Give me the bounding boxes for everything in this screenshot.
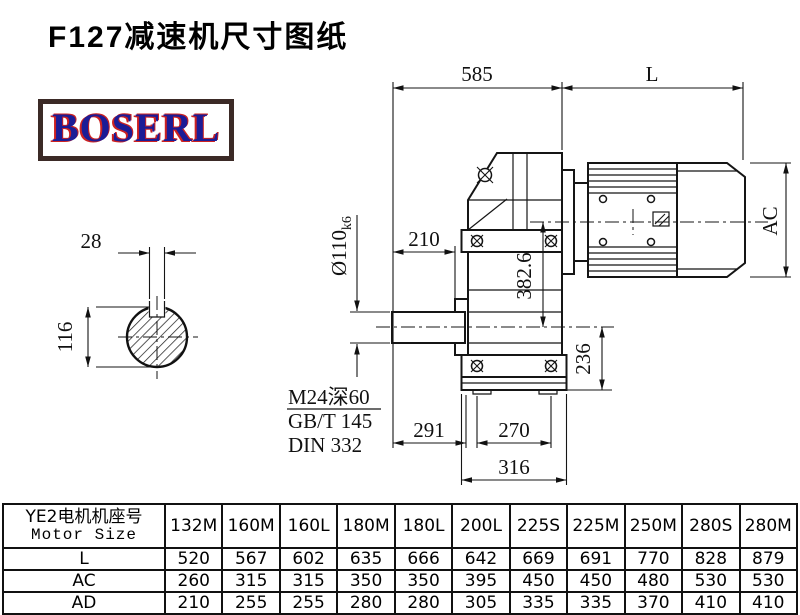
boserl-logo-text: BOSERL [52, 105, 221, 150]
table-corner-cell: YE2电机机座号 Motor Size [2, 503, 166, 549]
reducer-body [454, 152, 568, 395]
table-cell: 450 [566, 569, 626, 593]
column-header: 200L [451, 503, 511, 549]
column-header: 225S [508, 503, 569, 549]
table-cell: 770 [623, 547, 684, 571]
boserl-logo: BOSERL [38, 99, 235, 161]
dimension-annotations: 585 L 210 Ø110k6 382.6 236 291 270 316 A… [287, 62, 791, 485]
table-cell: 305 [451, 591, 511, 615]
table-cell: 530 [738, 569, 799, 593]
table-cell: 210 [163, 591, 224, 615]
dim-291-label: 291 [413, 418, 445, 442]
shaft-diameter-value: Ø110 [327, 230, 351, 276]
column-header: 160M [221, 503, 281, 549]
column-header: 160L [278, 503, 339, 549]
table-cell: 370 [623, 591, 684, 615]
row-label: AC [2, 569, 166, 593]
dim-base-height-label: 236 [571, 343, 595, 375]
table-cell: 669 [508, 547, 569, 571]
table-cell: 567 [221, 547, 281, 571]
table-cell: 635 [336, 547, 396, 571]
column-header: 180M [336, 503, 396, 549]
table-cell: 410 [681, 591, 741, 615]
table-cell: 280 [336, 591, 396, 615]
dim-base-width-label: 316 [498, 455, 530, 479]
dim-shaft-extension-label: 210 [408, 227, 440, 251]
table-cell: 530 [681, 569, 741, 593]
technical-drawing: 28 116 [53, 62, 791, 485]
table-cell: 255 [278, 591, 339, 615]
fan-cover [676, 162, 746, 278]
row-label: L [2, 547, 166, 571]
motor [561, 162, 746, 278]
table-header-en: Motor Size [30, 526, 137, 545]
table-cell: 335 [566, 591, 626, 615]
table-cell: 642 [451, 547, 511, 571]
table-cell: 520 [163, 547, 224, 571]
row-label: AD [2, 591, 166, 615]
centerlines [376, 209, 768, 328]
table-cell: 335 [508, 591, 569, 615]
shaft-section-view: 28 116 [53, 229, 198, 379]
dim-axis-height-label: 382.6 [512, 252, 536, 299]
table-cell: 350 [393, 569, 454, 593]
column-header: 280M [738, 503, 799, 549]
tap-hole-label: M24深60 [288, 385, 370, 409]
dim-key-width-label: 28 [81, 229, 102, 253]
dim-motor-height-label: AC [758, 206, 782, 235]
table-cell: 280 [393, 591, 454, 615]
page-title: F127减速机尺寸图纸 [48, 21, 349, 54]
column-header: 250M [623, 503, 684, 549]
table-cell: 350 [336, 569, 396, 593]
table-cell: 602 [278, 547, 339, 571]
table-cell: 395 [451, 569, 511, 593]
shaft-diameter-tolerance: k6 [340, 216, 355, 230]
dim-shaft-diameter-label: Ø110k6 [327, 216, 355, 276]
table-cell: 666 [393, 547, 454, 571]
table-cell: 260 [163, 569, 224, 593]
table-cell: 315 [221, 569, 281, 593]
table-cell: 450 [508, 569, 569, 593]
standard-gbt-label: GB/T 145 [288, 409, 372, 433]
table-cell: 315 [278, 569, 339, 593]
table-cell: 255 [221, 591, 281, 615]
dim-shaft-height-label: 116 [53, 322, 77, 353]
table-cell: 691 [566, 547, 626, 571]
table-cell: 480 [623, 569, 684, 593]
dim-motor-length-label: L [646, 62, 659, 86]
tap-hole-note: M24深60 GB/T 145 DIN 332 [287, 385, 381, 457]
column-header: 180L [393, 503, 454, 549]
table-cell: 828 [681, 547, 741, 571]
column-header: 225M [566, 503, 626, 549]
column-header: 280S [681, 503, 741, 549]
dim-bolt-span-label: 270 [498, 418, 530, 442]
table-cell: 410 [738, 591, 799, 615]
column-header: 132M [163, 503, 224, 549]
table-cell: 879 [738, 547, 799, 571]
dim-overall-width-label: 585 [461, 62, 493, 86]
table-header-cn: YE2电机机座号 [25, 507, 143, 527]
standard-din-label: DIN 332 [288, 433, 362, 457]
